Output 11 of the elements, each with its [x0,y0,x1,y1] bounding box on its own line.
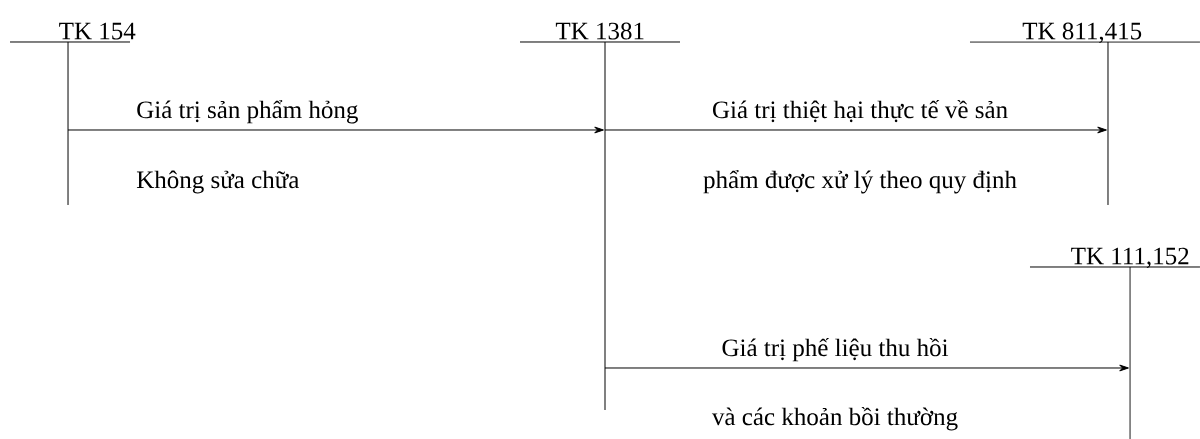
t-account: TK 1381 [519,22,681,411]
note-text: phẩm được xử lý theo quy định [703,169,1017,194]
arrow [604,364,1129,372]
note-text: và các khoản bồi thường [711,406,958,431]
t-account: TK 111,152 [1029,247,1200,439]
edge-label: Giá trị sản phẩm hỏng [135,98,360,125]
edge-label: Giá trị thiệt hại thực tế về sản [710,98,1010,124]
arrow [604,126,1107,134]
arrow [67,126,604,134]
t-account: TK 154 [9,22,136,206]
edge-label: Giá trị phế liệu thu hồi [720,336,950,363]
